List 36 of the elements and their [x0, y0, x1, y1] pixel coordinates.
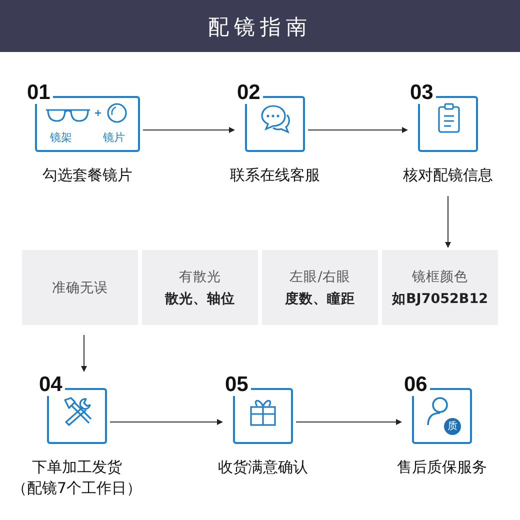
- step-card: [225, 374, 293, 444]
- step-caption: （配镜7个工作日）: [12, 478, 142, 499]
- step-number: 03: [410, 82, 436, 104]
- step-number: 04: [39, 374, 66, 396]
- arrow: [308, 127, 408, 133]
- arrow: [81, 334, 87, 372]
- title: 配镜指南: [208, 14, 312, 41]
- step-card: [404, 374, 472, 444]
- cell-text: 如BJ7052B12: [392, 290, 488, 308]
- step-caption: 售后质保服务: [397, 457, 487, 478]
- cell-heading: 镜框颜色: [412, 268, 468, 286]
- icon-caption: 镜片: [103, 130, 125, 145]
- step-number: 05: [225, 374, 252, 396]
- step-card: [27, 82, 140, 152]
- step-number: 01: [27, 82, 54, 104]
- step-card: [39, 374, 107, 444]
- step-number: 06: [404, 374, 430, 396]
- step-card: [237, 82, 305, 152]
- arrow: [142, 127, 235, 133]
- arrow: [445, 196, 451, 248]
- cell-text: 度数、瞳距: [285, 290, 355, 308]
- cell-text: 散光、轴位: [165, 290, 235, 308]
- cell-heading: 准确无误: [52, 278, 108, 298]
- step-card: [410, 82, 478, 152]
- step-caption: 核对配镜信息: [403, 165, 493, 186]
- cell-heading: 有散光: [179, 268, 221, 286]
- quality-mark: 质: [444, 418, 461, 435]
- step-caption: 下单加工发货: [32, 457, 122, 478]
- step-number: 02: [237, 82, 264, 104]
- cell-heading: 左眼/右眼: [290, 268, 350, 286]
- arrow: [296, 419, 402, 425]
- step-caption: 联系在线客服: [230, 165, 320, 186]
- arrow: [110, 419, 223, 425]
- icon-caption: 镜架: [50, 130, 72, 145]
- step-caption: 勾选套餐镜片: [42, 165, 132, 186]
- step-caption: 收货满意确认: [218, 457, 308, 478]
